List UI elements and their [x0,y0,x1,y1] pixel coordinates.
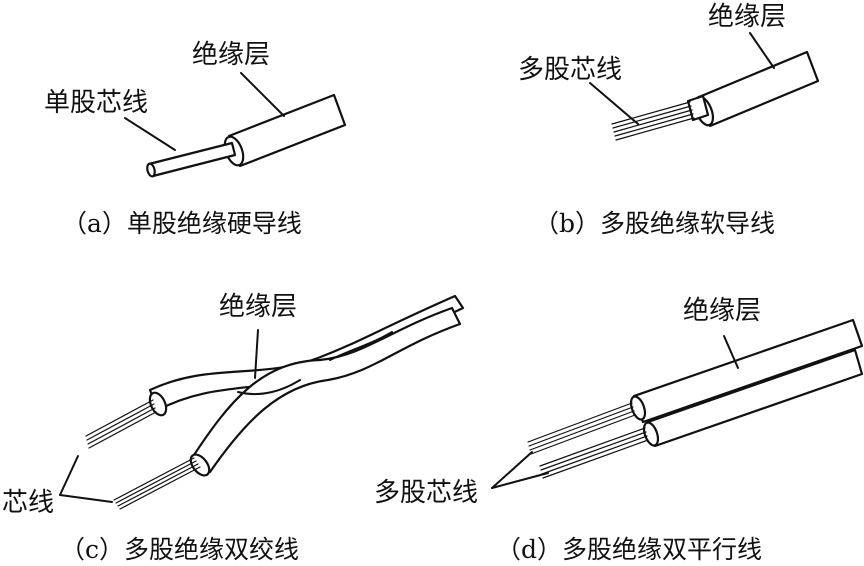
wire-b-core-leader [589,82,639,125]
wire-a-insulation [227,93,347,168]
wire-d-insulation-leader [723,335,739,369]
label-a-core: 单股芯线 [44,88,149,118]
wire-b-stranded [589,32,820,141]
label-c-core: 芯线 [2,488,55,518]
wire-b-insulation-leader [749,32,775,69]
label-d-insulation: 绝缘层 [683,296,762,326]
wire-c-upper-strands [85,399,157,449]
caption-b: （b）多股绝缘软导线 [534,209,776,238]
wire-c-core-leader-2 [59,494,113,503]
wire-c-twist-lines [237,331,393,396]
wire-b-core-sleeve [686,94,710,122]
caption-c: （c）多股绝缘双绞线 [60,535,300,564]
wire-c-upper-conductor [148,294,465,412]
wire-c-core-leader-1 [59,455,79,496]
label-d-core: 多股芯线 [374,478,479,508]
wire-b-insulation [697,50,820,128]
wire-a-core-leader [124,117,176,151]
wire-d-upper-end [629,395,647,421]
label-b-core: 多股芯线 [518,55,623,85]
wire-c-insulation-leader [254,329,259,379]
wire-a-insulation-leader [240,72,285,117]
wire-c-upper-insulation-end [148,391,168,417]
wire-d-upper-strands [527,402,636,455]
wire-b-strands [611,101,695,141]
wire-d-parallel-pair [491,318,864,489]
wire-a-solid-core [147,141,237,178]
caption-a: （a）单股绝缘硬导线 [62,209,302,238]
wire-a-single-core [124,72,347,178]
wire-a-core-end [146,162,156,178]
wire-d-lower-strands [539,427,649,479]
wire-d-core-leader-2 [491,472,549,489]
label-a-insulation: 绝缘层 [192,40,271,70]
label-c-insulation: 绝缘层 [219,292,298,322]
wire-c-lower-conductor [190,306,462,474]
wire-c-lower-strands [113,457,201,510]
wire-d-core-leader-1 [491,451,533,489]
caption-d: （d）多股绝缘双平行线 [496,535,763,564]
label-b-insulation: 绝缘层 [708,2,787,32]
wire-c-twisted-pair [59,294,465,510]
